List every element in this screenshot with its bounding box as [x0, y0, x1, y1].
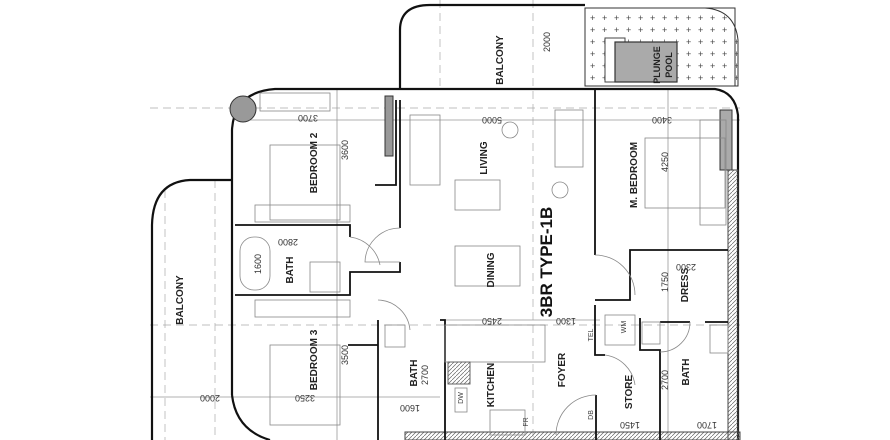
balcony-left-outline	[150, 178, 233, 440]
label-dining: DINING	[486, 252, 497, 287]
label-m-bedroom: M. BEDROOM	[629, 142, 640, 208]
right-wall-hatch	[727, 169, 739, 440]
label-kitchen: KITCHEN	[486, 363, 497, 407]
label-dress: DRESS	[680, 267, 691, 302]
label-bath-left: BATH	[285, 256, 296, 283]
label-balcony-top: BALCONY	[495, 35, 506, 85]
balcony-top-outline	[398, 3, 585, 88]
dim-living-width: 5000	[482, 115, 502, 125]
dim-bedroom3-depth: 3500	[340, 345, 350, 365]
label-living: LIVING	[479, 141, 490, 175]
label-wm: WM	[621, 321, 628, 334]
dimension-labels: 2000 3700 3600 5000 3400 4250 2800 1600 …	[200, 32, 717, 430]
dim-balcony-left: 2000	[200, 393, 220, 403]
plunge-pool	[614, 41, 678, 83]
dim-bedroom3-width: 3250	[295, 393, 315, 403]
furniture	[239, 92, 729, 436]
dim-mbed-width: 3400	[652, 115, 672, 125]
dim-dress-depth: 1750	[660, 272, 670, 292]
label-store: STORE	[624, 375, 635, 410]
label-foyer: FOYER	[557, 352, 568, 387]
outer-wall-bottom-left	[230, 394, 271, 440]
dim-bath-right-depth: 2700	[660, 370, 670, 390]
dim-bedroom2-depth: 3600	[340, 140, 350, 160]
dim-bath-right-width: 1700	[697, 420, 717, 430]
dim-kitchen-width: 2450	[482, 316, 502, 326]
dim-bath-left-width: 2800	[278, 237, 298, 247]
dim-bath-mid-width: 1600	[400, 403, 420, 413]
label-bedroom-2: BEDROOM 2	[309, 132, 320, 193]
dim-mbed-depth: 4250	[660, 152, 670, 172]
column	[229, 95, 257, 123]
fixture-labels: TEL WM DW FR DB	[458, 321, 628, 427]
interior-walls	[235, 90, 728, 440]
label-balcony-left: BALCONY	[175, 275, 186, 325]
dim-foyer-width: 1300	[556, 316, 576, 326]
label-dw: DW	[458, 392, 465, 404]
dim-bedroom2-width: 3700	[298, 113, 318, 123]
dim-store-width: 1450	[620, 420, 640, 430]
dim-dress-width: 2300	[676, 262, 696, 272]
bottom-wall-hatch	[404, 431, 741, 440]
label-pool: POOL	[664, 52, 674, 78]
label-bedroom-3: BEDROOM 3	[309, 329, 320, 390]
plan-title: 3BR TYPE-1B	[537, 207, 556, 318]
label-db: DB	[588, 410, 595, 420]
doors	[349, 227, 691, 436]
room-labels: BALCONY PLUNGE POOL BEDROOM 2 LIVING M. …	[175, 35, 692, 409]
label-fr: FR	[523, 417, 530, 426]
dim-balcony-top: 2000	[542, 32, 552, 52]
label-tel: TEL	[588, 328, 595, 341]
label-plunge: PLUNGE	[652, 46, 662, 84]
dim-bath-mid-depth: 2700	[420, 365, 430, 385]
label-bath-mid: BATH	[409, 359, 420, 386]
dim-bath-left-depth: 1600	[253, 254, 263, 274]
label-bath-right: BATH	[681, 358, 692, 385]
